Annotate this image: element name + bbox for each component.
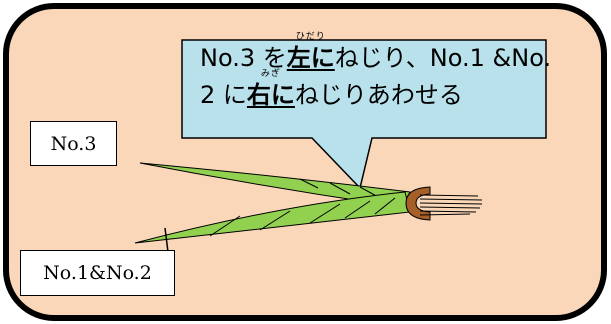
label-strand-no3: No.3 [30,121,117,166]
callout-line1-prefix: No.3 を [200,44,287,72]
ruby-right: みぎ [260,69,281,80]
wire-bundle [419,194,483,216]
ruby-left: ひだり [295,32,326,42]
callout-line2-prefix: 2 に [200,81,247,110]
emph-left-text: 左に [286,44,335,72]
callout-text: No.3 をひだり左にねじり、No.1 &No. 2 にみぎ右にねじりあわせる [200,32,551,114]
label-strand-no1-no2: No.1&No.2 [20,250,175,296]
callout-line1-suffix: ねじり、No.1 &No. [334,44,552,72]
callout-bubble [181,39,547,190]
callout-emph-right: みぎ右に [246,69,295,114]
tick-mark [164,227,169,253]
callout-line2-suffix: ねじりあわせる [294,81,463,110]
clip [405,186,431,221]
emph-right-text: 右に [246,81,295,110]
callout-line-2: 2 にみぎ右にねじりあわせる [200,69,540,114]
callout-line-1: No.3 をひだり左にねじり、No.1 &No. [200,32,551,77]
callout-emph-left: ひだり左に [286,32,335,77]
strand-no1-no2-twist-lines [209,197,396,237]
